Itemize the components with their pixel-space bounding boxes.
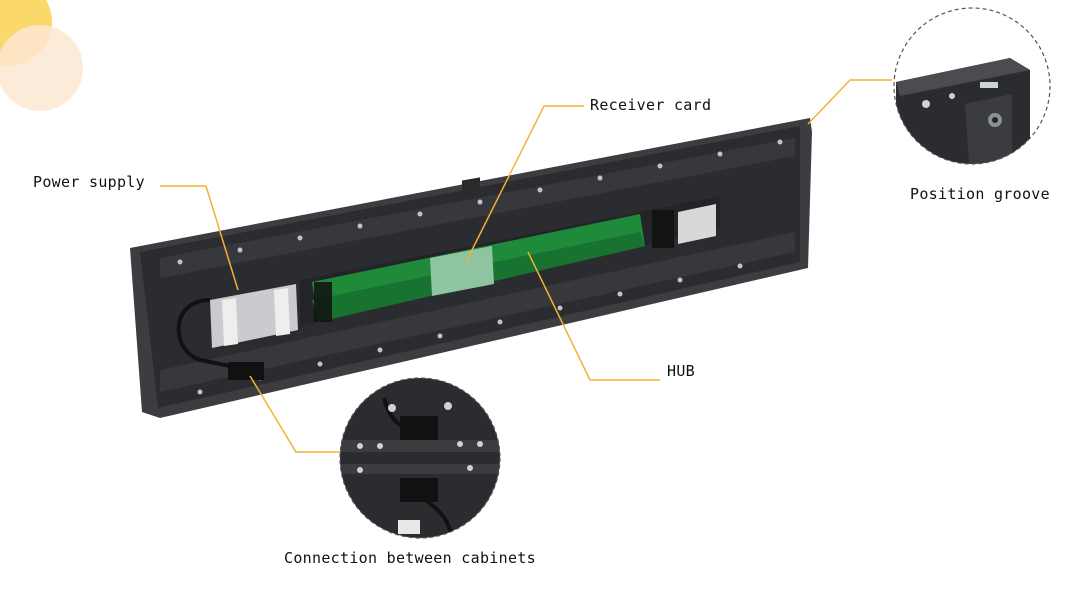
- leader-connection: [249, 375, 340, 453]
- leader-hub: [527, 251, 660, 381]
- label-hub: HUB: [667, 362, 695, 380]
- top-rail: [160, 138, 795, 278]
- connector-left: [314, 282, 332, 322]
- power-supply-bracket: [222, 298, 238, 346]
- receiver-chip: [462, 177, 480, 195]
- leader-power-supply: [160, 185, 239, 291]
- connector-right: [652, 210, 674, 248]
- connection-zoom: [339, 377, 501, 539]
- leader-position-groove: [807, 79, 892, 125]
- led-cabinet: [130, 118, 812, 418]
- label-connection: Connection between cabinets: [284, 549, 536, 567]
- bottom-latch: [228, 362, 264, 380]
- deco-circle-peach: [0, 25, 83, 111]
- power-supply-bracket-2: [274, 288, 290, 336]
- label-position-groove: Position groove: [910, 185, 1050, 203]
- bottom-rail: [160, 232, 795, 392]
- label-receiver-card: Receiver card: [590, 96, 712, 114]
- power-cable: [176, 298, 251, 372]
- position-groove-circle-border: [893, 7, 1051, 165]
- ribbon-connector: [678, 204, 716, 244]
- position-groove-zoom: [893, 7, 1051, 165]
- connection-circle-border: [339, 377, 501, 539]
- leader-lines: [160, 79, 892, 453]
- label-power-supply: Power supply: [33, 173, 145, 191]
- leader-receiver-card: [465, 105, 584, 263]
- receiver-card: [430, 246, 494, 296]
